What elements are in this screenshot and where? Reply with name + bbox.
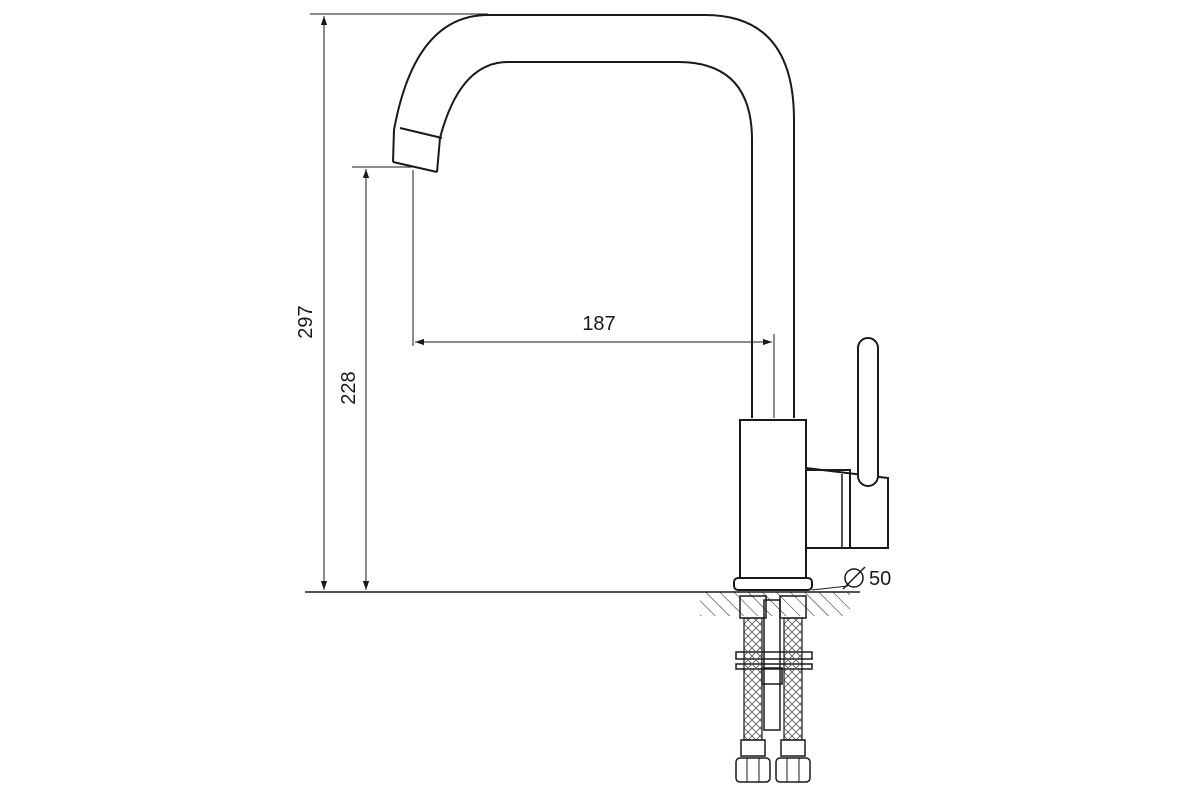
- diameter-icon: [842, 566, 866, 590]
- hose-right-collar: [780, 739, 806, 757]
- hose-right-nut: [775, 757, 811, 783]
- handle-lever: [857, 337, 879, 487]
- mounting-washer: [735, 651, 813, 660]
- dimension-base-diameter: 50: [811, 566, 891, 591]
- hose-left-braid: [743, 617, 763, 741]
- countertop: [305, 591, 860, 616]
- spout-inner-contour: [436, 61, 753, 418]
- aerator-band: [399, 127, 443, 139]
- label-50: 50: [869, 568, 891, 590]
- hose-left-collar: [740, 739, 766, 757]
- mounting-plate: [735, 663, 813, 670]
- label-297: 297: [295, 305, 317, 338]
- faucet-body: [392, 14, 889, 591]
- label-228: 228: [338, 371, 360, 404]
- hose-right-braid: [783, 617, 803, 741]
- hose-right: [775, 595, 811, 783]
- lever-connector: [806, 469, 851, 549]
- cartridge-housing: [805, 467, 889, 549]
- mounting-stud: [763, 599, 781, 731]
- dimension-spout-reach: 187: [412, 170, 775, 418]
- base-plate: [733, 577, 813, 591]
- dimension-overall-height: 297: [295, 13, 488, 590]
- dimension-spout-height: 228: [338, 166, 414, 590]
- countertop-hatch: [700, 592, 850, 616]
- stud-nut: [761, 667, 783, 685]
- hose-left: [735, 595, 771, 783]
- label-187: 187: [582, 313, 615, 335]
- mixer-body: [739, 419, 807, 579]
- spout-outer-contour: [392, 14, 795, 418]
- aerator-tip: [392, 161, 438, 173]
- diameter-leader: [811, 585, 849, 591]
- hose-left-nut: [735, 757, 771, 783]
- supply-hoses: [735, 595, 813, 783]
